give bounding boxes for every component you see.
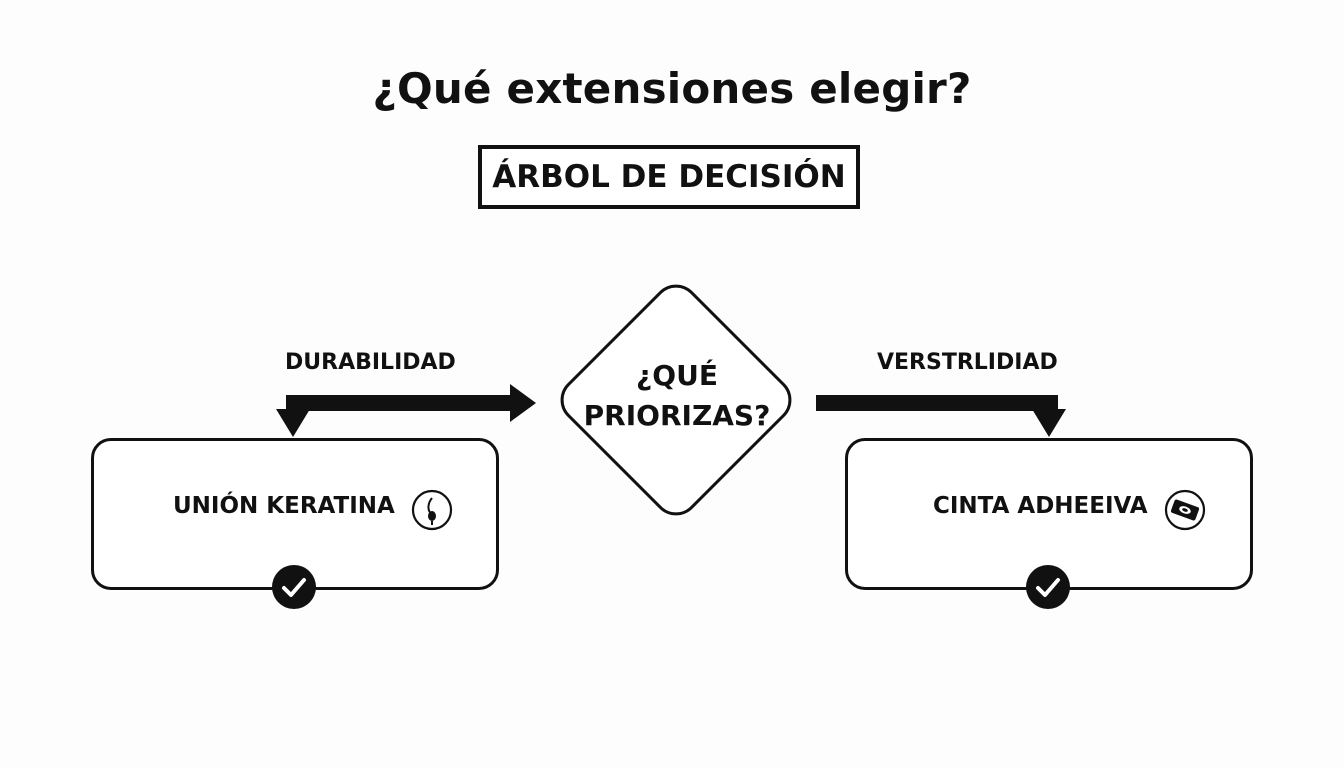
right-arrowhead-down <box>1032 409 1066 437</box>
decision-line-2: PRIORIZAS? <box>583 399 771 432</box>
option-label-cinta: CINTA ADHEEIVA <box>933 493 1148 519</box>
branch-label-versatilidad: VERSTRLIDIAD <box>877 350 1058 375</box>
subtitle-box: ÁRBOL DE DECISIÓN <box>478 145 860 209</box>
option-box-keratina <box>91 438 499 590</box>
tape-icon <box>1164 489 1206 531</box>
right-connector <box>816 395 1066 437</box>
left-arrowhead-right <box>510 384 536 422</box>
option-label-keratina: UNIÓN KERATINA <box>173 493 395 519</box>
page-title: ¿Qué extensiones elegir? <box>372 64 972 113</box>
hair-strand-icon <box>411 489 453 531</box>
branch-label-durabilidad: DURABILIDAD <box>285 350 456 375</box>
left-arrowhead-down <box>276 409 310 437</box>
subtitle-label: ÁRBOL DE DECISIÓN <box>492 159 846 195</box>
checkmark-icon <box>272 565 316 609</box>
left-connector-bar <box>286 395 512 411</box>
decision-question: ¿QUÉ PRIORIZAS? <box>560 356 794 436</box>
right-connector-bar <box>816 395 1058 411</box>
decision-diamond <box>560 284 792 516</box>
decision-line-1: ¿QUÉ <box>636 359 718 392</box>
left-connector <box>276 384 536 437</box>
checkmark-icon <box>1026 565 1070 609</box>
